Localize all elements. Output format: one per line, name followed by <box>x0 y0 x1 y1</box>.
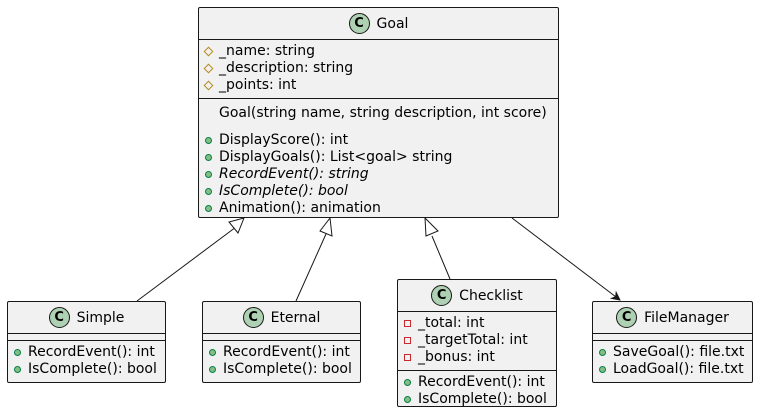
class-icon: C <box>48 307 70 328</box>
public-visibility-icon <box>205 154 219 161</box>
private-visibility-icon <box>404 320 418 327</box>
class-name: Simple <box>76 309 125 326</box>
methods-compartment: RecordEvent(): int IsComplete(): bool <box>398 371 556 412</box>
method: IsComplete(): bool <box>404 391 550 408</box>
abstract-method: RecordEvent(): string <box>205 166 552 183</box>
class-name: Goal <box>376 15 409 32</box>
method: DisplayScore(): int <box>205 132 552 149</box>
empty-fields-compartment <box>203 334 360 341</box>
empty-fields-compartment <box>8 334 165 341</box>
public-visibility-icon <box>599 366 613 373</box>
class-filemanager[interactable]: C FileManager SaveGoal(): file.txt LoadG… <box>592 301 753 383</box>
class-eternal[interactable]: C Eternal RecordEvent(): int IsComplete(… <box>202 301 361 383</box>
public-visibility-icon <box>14 349 28 356</box>
inheritance-edge-checklist-goal <box>431 235 451 280</box>
association-edge-goal-filemanager <box>511 217 621 301</box>
private-visibility-icon <box>404 354 418 361</box>
public-visibility-icon <box>14 366 28 373</box>
methods-compartment: RecordEvent(): int IsComplete(): bool <box>203 341 360 382</box>
methods-compartment: Goal(string name, string description, in… <box>199 99 558 221</box>
methods-compartment: SaveGoal(): file.txt LoadGoal(): file.tx… <box>593 341 752 382</box>
class-name: Checklist <box>459 287 523 304</box>
public-visibility-icon <box>404 379 418 386</box>
public-visibility-icon <box>205 188 219 195</box>
protected-visibility-icon <box>203 63 219 74</box>
abstract-method: IsComplete(): bool <box>205 183 552 200</box>
class-simple[interactable]: C Simple RecordEvent(): int IsComplete()… <box>7 301 166 383</box>
empty-fields-compartment <box>593 334 752 341</box>
method: RecordEvent(): int <box>14 344 159 361</box>
class-icon: C <box>616 307 638 328</box>
class-icon: C <box>242 307 264 328</box>
field: _points: int <box>203 77 552 94</box>
class-header: C Simple <box>8 302 165 334</box>
inheritance-arrowhead-checklist <box>424 216 439 237</box>
inheritance-edge-simple-goal <box>136 226 237 302</box>
public-visibility-icon <box>205 205 219 212</box>
fields-compartment: _name: string _description: string _poin… <box>199 40 558 99</box>
public-visibility-icon <box>205 171 219 178</box>
field: _description: string <box>203 60 552 77</box>
class-name: FileManager <box>644 309 729 326</box>
method: RecordEvent(): int <box>209 344 354 361</box>
private-visibility-icon <box>404 337 418 344</box>
method: SaveGoal(): file.txt <box>599 344 746 361</box>
class-header: C Checklist <box>398 280 556 312</box>
field: _targetTotal: int <box>404 332 550 349</box>
class-header: C Goal <box>199 8 558 40</box>
constructor: Goal(string name, string description, in… <box>219 105 547 121</box>
class-icon: C <box>431 285 453 306</box>
inheritance-arrowhead-eternal <box>319 216 333 237</box>
public-visibility-icon <box>205 137 219 144</box>
public-visibility-icon <box>209 366 223 373</box>
field: _bonus: int <box>404 349 550 366</box>
protected-visibility-icon <box>203 80 219 91</box>
protected-visibility-icon <box>203 46 219 57</box>
method: Animation(): animation <box>205 200 552 217</box>
method: IsComplete(): bool <box>209 361 354 378</box>
fields-compartment: _total: int _targetTotal: int _bonus: in… <box>398 312 556 371</box>
class-name: Eternal <box>270 309 321 326</box>
class-checklist[interactable]: C Checklist _total: int _targetTotal: in… <box>397 279 557 407</box>
method: IsComplete(): bool <box>14 361 159 378</box>
class-header: C Eternal <box>203 302 360 334</box>
class-icon: C <box>348 13 370 34</box>
methods-compartment: RecordEvent(): int IsComplete(): bool <box>8 341 165 382</box>
public-visibility-icon <box>209 349 223 356</box>
inheritance-edge-eternal-goal <box>295 233 327 302</box>
field: _name: string <box>203 43 552 60</box>
method: RecordEvent(): int <box>404 374 550 391</box>
class-header: C FileManager <box>593 302 752 334</box>
method: LoadGoal(): file.txt <box>599 361 746 378</box>
public-visibility-icon <box>599 349 613 356</box>
class-goal[interactable]: C Goal _name: string _description: strin… <box>198 7 559 218</box>
method: DisplayGoals(): List<goal> string <box>205 149 552 166</box>
field: _total: int <box>404 315 550 332</box>
inheritance-arrowhead-simple <box>228 217 245 234</box>
public-visibility-icon <box>404 396 418 403</box>
